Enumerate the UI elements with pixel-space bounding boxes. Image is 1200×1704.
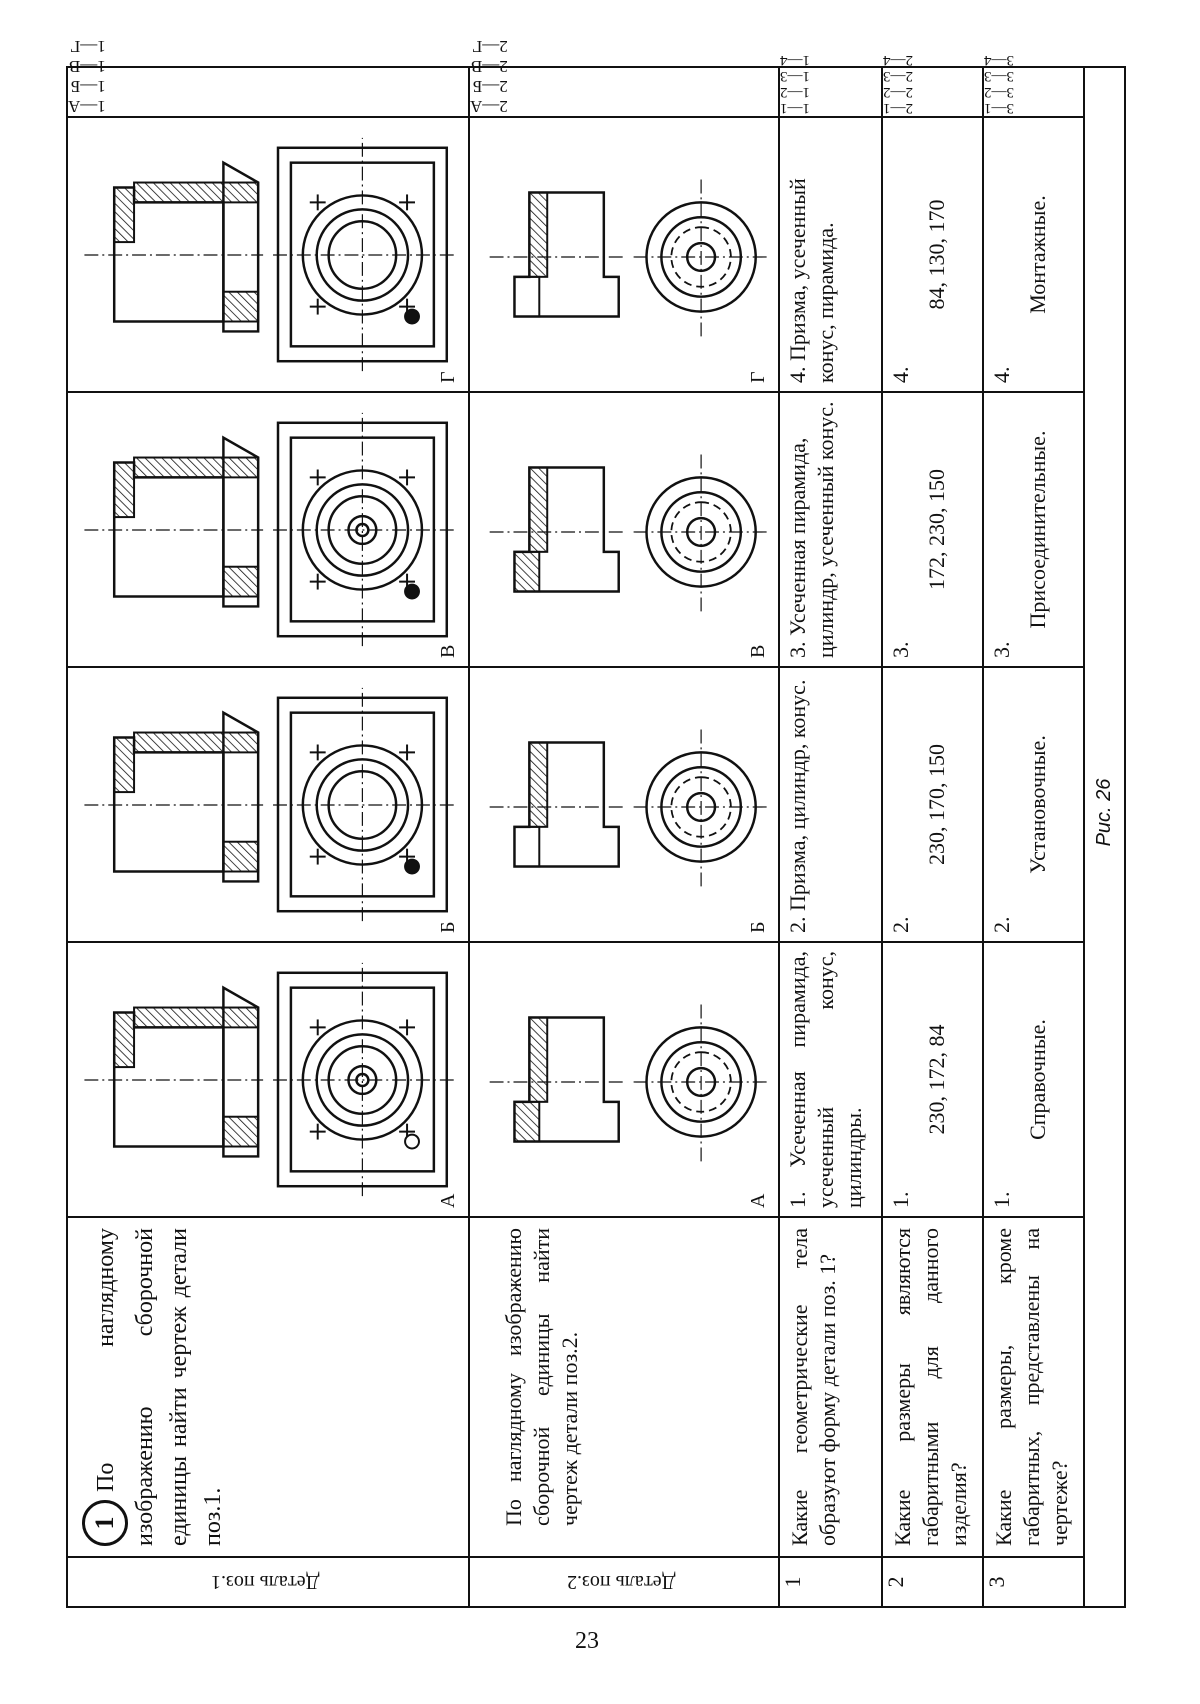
part2-drawing-svg: [489, 452, 768, 612]
option-detail1-a[interactable]: А: [67, 942, 470, 1217]
task-number: 1: [82, 1500, 128, 1546]
side-label-detail1: Деталь поз.1: [67, 1557, 470, 1607]
q2-answer-4[interactable]: 4.84, 130, 170: [881, 117, 983, 392]
q2-text: Какие размеры являются габаритными для д…: [889, 1228, 971, 1546]
drawing-part2-v: [470, 393, 777, 666]
row-q1: 1 Какие геометрические тела образуют фор…: [778, 52, 882, 1607]
q2-answer-2[interactable]: 2.230, 170, 150: [881, 667, 983, 942]
q3-answer-3[interactable]: 3.Присоединительные.: [982, 392, 1084, 667]
part1-drawing-svg: [84, 412, 457, 647]
q2-number: 2: [881, 1557, 983, 1607]
row-detail2: Деталь поз.2 По наглядному изображению с…: [469, 37, 779, 1607]
q3-number: 3: [982, 1557, 1084, 1607]
option-detail1-v[interactable]: В: [67, 392, 470, 667]
drawing-part2-a: [470, 943, 777, 1216]
test-table: Деталь поз.1 1По наглядному изображению …: [66, 37, 1126, 1608]
part2-drawing-svg: [489, 727, 768, 887]
row-q3: 3 Какие размеры, кроме габаритных, предс…: [982, 52, 1084, 1607]
figure-caption: Рис. 26: [1092, 778, 1115, 847]
part2-drawing-svg: [489, 1002, 768, 1162]
q1-answer-2[interactable]: 2. Призма, цилиндр, конус.: [778, 667, 882, 942]
q1-text: Какие геометрические тела образуют форму…: [786, 1228, 840, 1546]
question-detail1: По наглядному изображению сборочной един…: [93, 1228, 226, 1546]
drawing-part2-b: [470, 668, 777, 941]
question-cell-detail2: По наглядному изображению сборочной един…: [469, 1217, 779, 1557]
q3-answer-1[interactable]: 1.Справочные.: [982, 942, 1084, 1217]
question-cell-detail1: 1По наглядному изображению сборочной еди…: [67, 1217, 470, 1557]
drawing-part1-a: [68, 943, 468, 1216]
rotated-sheet: Деталь поз.1 1По наглядному изображению …: [66, 37, 1126, 1608]
option-detail2-a[interactable]: А: [469, 942, 779, 1217]
part1-drawing-svg: [84, 137, 457, 372]
drawing-part1-g: [68, 118, 468, 391]
option-detail2-v[interactable]: В: [469, 392, 779, 667]
q3-text: Какие размеры, кроме габаритных, предста…: [990, 1228, 1072, 1546]
option-detail2-g[interactable]: Г: [469, 117, 779, 392]
part2-drawing-svg: [489, 177, 768, 337]
q1-answer-1[interactable]: 1. Усеченная пирамида, усеченный конус, …: [778, 942, 882, 1217]
row-caption: Рис. 26: [1083, 67, 1125, 1607]
row-detail1: Деталь поз.1 1По наглядному изображению …: [67, 37, 470, 1607]
q3-answer-4[interactable]: 4.Монтажные.: [982, 117, 1084, 392]
q3-answer-2[interactable]: 2.Установочные.: [982, 667, 1084, 942]
question-detail2: По наглядному изображению сборочной един…: [501, 1228, 583, 1526]
side-label-detail2: Деталь поз.2: [469, 1557, 779, 1607]
part1-drawing-svg: [84, 962, 457, 1197]
q1-number: 1: [778, 1557, 882, 1607]
q1-answer-4[interactable]: 4. Призма, усеченный конус, пирамида.: [778, 117, 882, 392]
q1-answer-3[interactable]: 3. Усеченная пирамида, цилиндр, усеченны…: [778, 392, 882, 667]
drawing-part2-g: [470, 118, 777, 391]
drawing-part1-v: [68, 393, 468, 666]
q2-answer-1[interactable]: 1.230, 172, 84: [881, 942, 983, 1217]
option-detail2-b[interactable]: Б: [469, 667, 779, 942]
option-detail1-g[interactable]: Г: [67, 117, 470, 392]
row-q2: 2 Какие размеры являются габаритными для…: [881, 52, 983, 1607]
q2-answer-3[interactable]: 3.172, 230, 150: [881, 392, 983, 667]
sheet-content: Деталь поз.1 1По наглядному изображению …: [66, 37, 1126, 1608]
page-number: 23: [575, 1628, 599, 1654]
drawing-part1-b: [68, 668, 468, 941]
option-detail1-b[interactable]: Б: [67, 667, 470, 942]
part1-drawing-svg: [84, 687, 457, 922]
